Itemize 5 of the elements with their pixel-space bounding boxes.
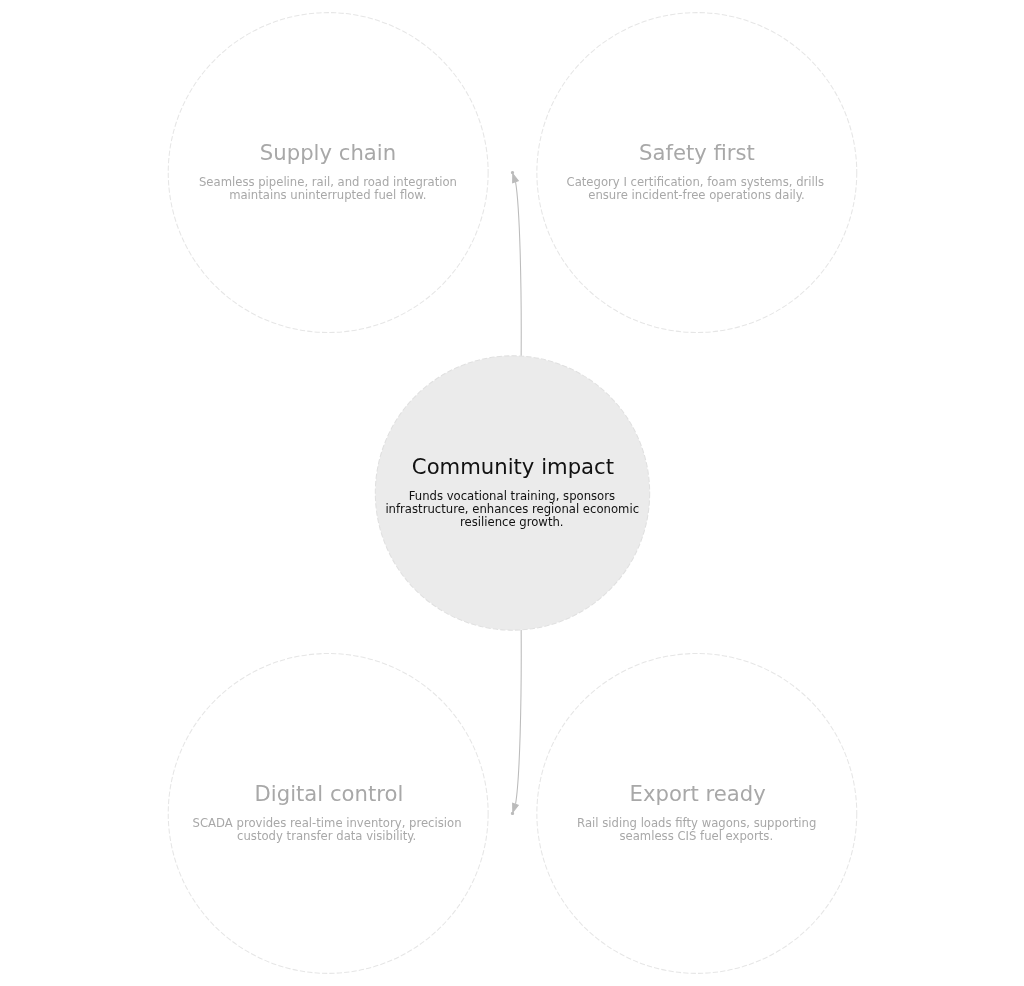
- node-circle: Digital control SCADA provides real-time inventory, precision custody transfer data visibility.: [167, 652, 489, 974]
- node-circle: Safety first Category I certification, foam systems, drills ensure incident-free operations daily.: [535, 12, 857, 334]
- node-circle: Export ready Rail siding loads fifty wagons, supporting seamless CIS fuel exports.: [535, 652, 857, 974]
- node-circle: Community impact Funds vocational training, sponsors infrastructure, enhances regional economic resilience growth.: [374, 355, 650, 631]
- node-circle: Supply chain Seamless pipeline, rail, and road integration maintains uninterrupted fuel flow.: [167, 12, 489, 334]
